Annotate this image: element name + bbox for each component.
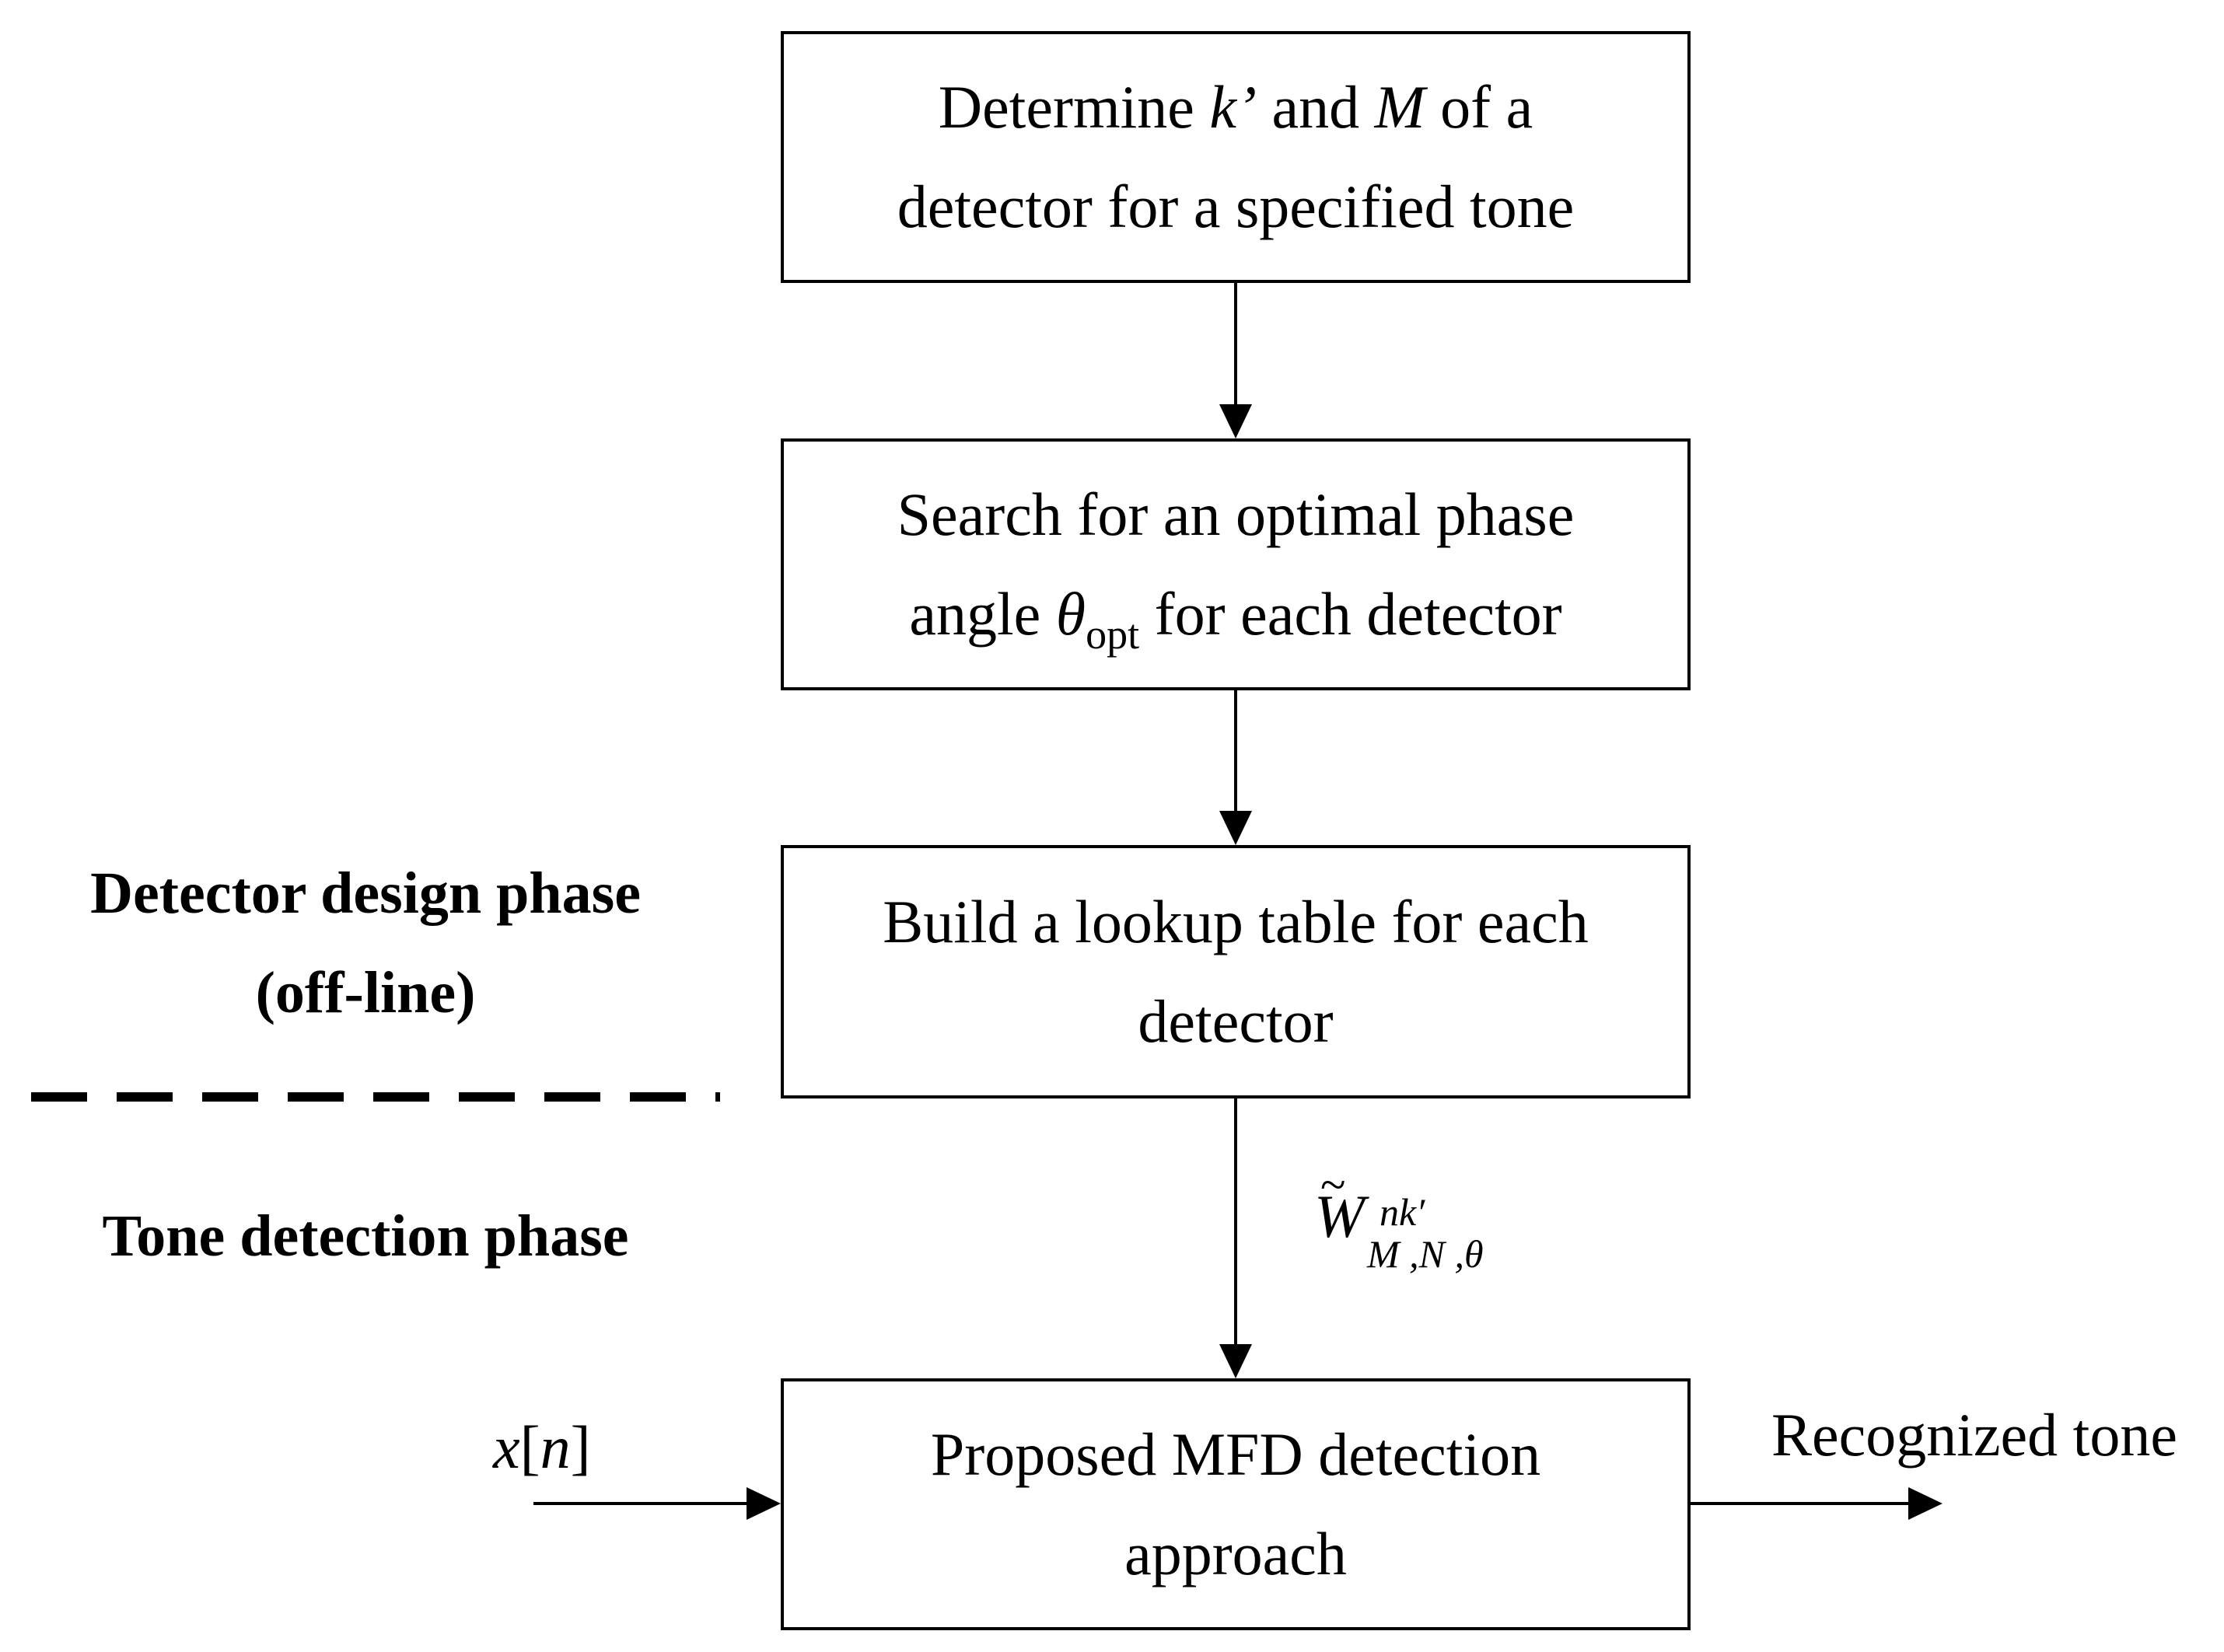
weight-subscript: M ,N ,θ — [1367, 1232, 1484, 1276]
theta-var: θ — [1055, 580, 1086, 648]
m-var: M — [1374, 73, 1425, 141]
search-box-line-1: Search for an optimal phase — [897, 480, 1575, 548]
lookup-table-box: Build a lookup table for each detector — [781, 845, 1691, 1098]
k-prime-var: k’ — [1209, 73, 1257, 141]
determine-box-line-2: detector for a specified tone — [897, 173, 1575, 240]
tilde-accent: ~ — [1320, 1159, 1346, 1210]
lookup-box-line-2: detector — [1138, 987, 1334, 1055]
output-signal-label: Recognized tone — [1771, 1401, 2177, 1469]
mfd-box-line-1: Proposed MFD detection — [930, 1420, 1541, 1488]
weight-superscript: nk′ — [1380, 1190, 1425, 1234]
arrowhead-search — [1219, 404, 1252, 438]
tone-detection-phase-label: Tone detection phase — [102, 1203, 629, 1269]
mfd-box-line-2: approach — [1124, 1520, 1347, 1587]
arrowhead-mfd — [1219, 1344, 1252, 1378]
arrowhead-input — [747, 1487, 781, 1520]
detector-design-phase-label: Detector design phase (off-line) — [90, 861, 641, 1025]
determine-k-m-box: Determine k’ and M of a detector for a s… — [781, 31, 1691, 283]
search-box-line-2: angle θopt for each detector — [909, 580, 1562, 658]
lookup-box-line-1: Build a lookup table for each — [883, 888, 1589, 955]
arrowhead-lookup — [1219, 811, 1252, 845]
search-phase-angle-box: Search for an optimal phase angle θopt f… — [781, 438, 1691, 690]
weight-coefficient-label: ~ W nk′ M ,N ,θ — [1314, 1159, 1484, 1276]
weight-symbol: ~ W nk′ M ,N ,θ — [1314, 1159, 1484, 1276]
arrowhead-output — [1908, 1487, 1943, 1520]
input-signal-label: x[n] — [493, 1413, 591, 1481]
mfd-detection-box: Proposed MFD detection approach — [781, 1378, 1691, 1630]
determine-box-line-1: Determine k’ and M of a — [938, 73, 1533, 141]
opt-subscript: opt — [1086, 611, 1140, 658]
